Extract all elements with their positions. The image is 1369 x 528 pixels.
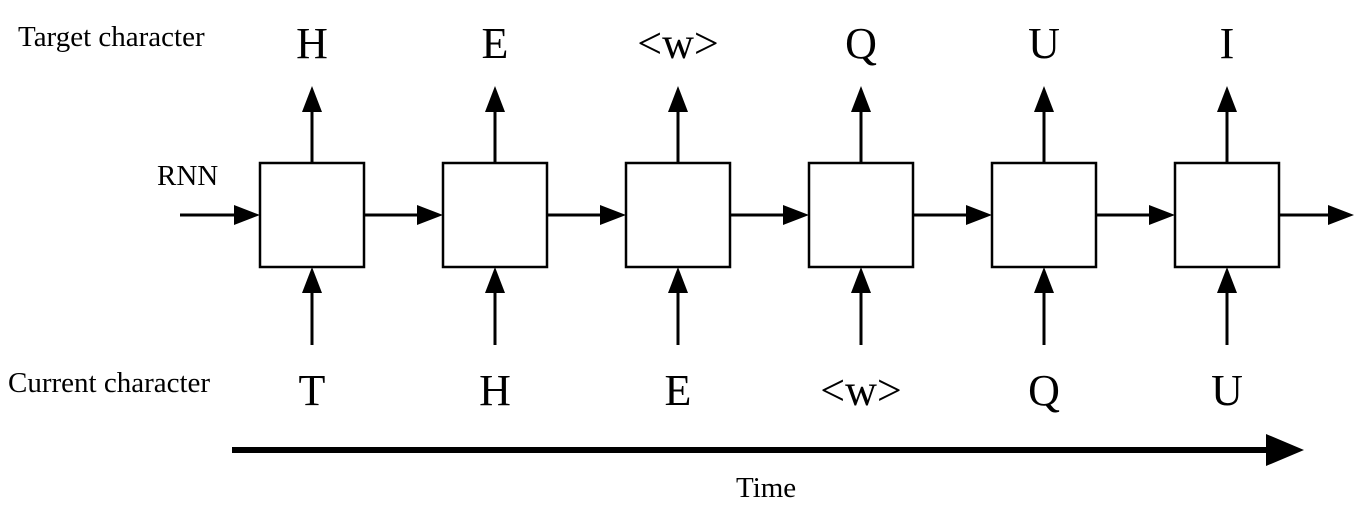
- input-arrow-6-head: [1217, 267, 1237, 293]
- rnn-cell-5: [990, 161, 1098, 269]
- current-char-5: Q: [1028, 366, 1060, 415]
- input-arrow-4-head: [851, 267, 871, 293]
- current-char-4: <w>: [820, 366, 901, 415]
- output-arrow-6: [1217, 86, 1237, 163]
- time-label: Time: [736, 472, 796, 504]
- output-arrow-1: [302, 86, 322, 163]
- input-arrow-2: [485, 267, 505, 345]
- rnn-input-arrow-head: [234, 205, 260, 225]
- input-arrow-1: [302, 267, 322, 345]
- current-char-6: U: [1211, 366, 1243, 415]
- rnn-input-arrow: [180, 205, 260, 225]
- input-arrow-1-head: [302, 267, 322, 293]
- input-arrow-3-head: [668, 267, 688, 293]
- recurrent-arrow-4: [913, 205, 992, 225]
- input-arrow-2-head: [485, 267, 505, 293]
- current-row-label: Current character: [8, 367, 210, 399]
- output-arrow-2: [485, 86, 505, 163]
- target-char-4: Q: [845, 19, 877, 68]
- recurrent-arrow-3-head: [783, 205, 809, 225]
- current-char-1: T: [299, 366, 326, 415]
- target-char-2: E: [482, 19, 509, 68]
- output-arrow-3-head: [668, 86, 688, 112]
- target-char-3: <w>: [637, 19, 718, 68]
- recurrent-arrow-1-head: [417, 205, 443, 225]
- current-char-3: E: [665, 366, 692, 415]
- target-char-5: U: [1028, 19, 1060, 68]
- target-char-1: H: [296, 19, 328, 68]
- recurrent-arrow-1: [364, 205, 443, 225]
- input-arrow-4: [851, 267, 871, 345]
- rnn-cell-6: [1173, 161, 1281, 269]
- recurrent-arrow-2: [547, 205, 626, 225]
- recurrent-arrow-5-head: [1149, 205, 1175, 225]
- time-axis-arrow: [232, 434, 1304, 466]
- final-state-arrow-head: [1328, 205, 1354, 225]
- time-arrowhead: [1266, 434, 1304, 466]
- recurrent-arrow-2-head: [600, 205, 626, 225]
- cells-layer: H T E H <w> E Q <w> U Q I U: [258, 19, 1281, 415]
- input-arrow-5-head: [1034, 267, 1054, 293]
- rnn-cell-2: [441, 161, 549, 269]
- rnn-cell-1: [258, 161, 366, 269]
- output-arrow-5-head: [1034, 86, 1054, 112]
- output-arrow-6-head: [1217, 86, 1237, 112]
- output-arrow-1-head: [302, 86, 322, 112]
- rnn-cell-3: [624, 161, 732, 269]
- recurrent-arrow-4-head: [966, 205, 992, 225]
- final-state-arrow: [1279, 205, 1354, 225]
- rnn-cell-4: [807, 161, 915, 269]
- rnn-label: RNN: [157, 160, 218, 192]
- output-arrow-4-head: [851, 86, 871, 112]
- current-char-2: H: [479, 366, 511, 415]
- input-arrow-3: [668, 267, 688, 345]
- target-char-6: I: [1220, 19, 1235, 68]
- input-arrow-6: [1217, 267, 1237, 345]
- output-arrow-2-head: [485, 86, 505, 112]
- arrows-layer: [180, 86, 1354, 345]
- target-row-label: Target character: [18, 21, 205, 53]
- recurrent-arrow-3: [730, 205, 809, 225]
- recurrent-arrow-5: [1096, 205, 1175, 225]
- input-arrow-5: [1034, 267, 1054, 345]
- output-arrow-3: [668, 86, 688, 163]
- output-arrow-4: [851, 86, 871, 163]
- output-arrow-5: [1034, 86, 1054, 163]
